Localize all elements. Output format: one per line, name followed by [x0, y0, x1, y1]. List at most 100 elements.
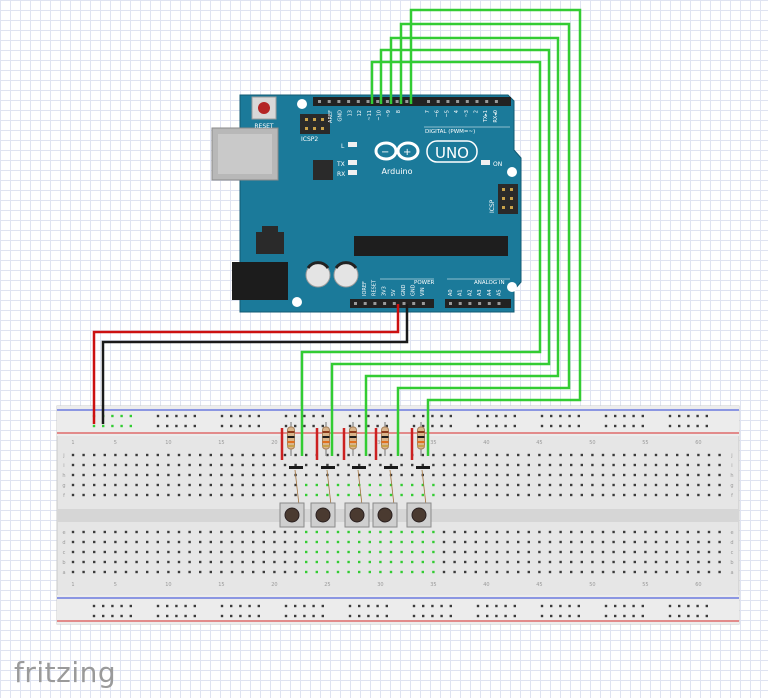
header-pin: [412, 302, 416, 305]
rail-hole: [476, 414, 480, 418]
rail-hole: [321, 604, 324, 608]
push-button[interactable]: [406, 502, 432, 528]
breadboard-hole: [82, 493, 85, 497]
power-pin-label: IOREF: [362, 281, 368, 296]
signal-wires[interactable]: [300, 8, 582, 456]
rail-hole: [486, 414, 489, 418]
resistor-band: [381, 445, 389, 447]
push-button-cap[interactable]: [377, 507, 393, 523]
resistor[interactable]: [315, 422, 330, 460]
breadboard-hole: [220, 530, 223, 534]
row-letter: j: [62, 453, 64, 459]
breadboard-hole: [474, 530, 477, 534]
power-wire[interactable]: [92, 304, 400, 424]
breadboard-hole: [146, 473, 149, 477]
breadboard-hole: [252, 473, 255, 477]
breadboard-hole: [209, 570, 212, 574]
breadboard-hole: [294, 570, 297, 574]
rail-hole: [184, 424, 187, 428]
rail-hole: [92, 424, 96, 428]
ground-jumper[interactable]: [321, 466, 335, 469]
breadboard-hole: [485, 453, 488, 457]
breadboard-hole: [665, 560, 668, 564]
breadboard-hole: [453, 530, 456, 534]
ground-jumper[interactable]: [289, 466, 303, 469]
push-button[interactable]: [372, 502, 398, 528]
breadboard-hole: [71, 570, 75, 574]
rail-hole: [540, 614, 544, 618]
breadboard-hole: [305, 483, 308, 487]
signal-wire[interactable]: [396, 22, 571, 456]
push-button-cap[interactable]: [315, 507, 331, 523]
rail-hole: [412, 614, 416, 618]
rail-hole: [239, 424, 242, 428]
breadboard-hole: [358, 463, 361, 467]
resistor[interactable]: [342, 422, 357, 460]
reset-button-cap[interactable]: [258, 102, 270, 114]
breadboard-hole: [241, 453, 244, 457]
push-button-base[interactable]: [310, 502, 336, 528]
breadboard-hole: [517, 483, 520, 487]
breadboard-hole: [506, 453, 509, 457]
breadboard-hole: [697, 453, 700, 457]
breadboard-hole: [347, 463, 350, 467]
digital-pin-label: 7: [425, 110, 431, 113]
ground-jumper[interactable]: [352, 466, 366, 469]
column-number: 10: [165, 582, 171, 588]
ground-wire[interactable]: [101, 304, 409, 424]
breadboard-hole: [283, 540, 287, 544]
breadboard-hole: [93, 560, 96, 564]
resistor[interactable]: [374, 422, 389, 460]
breadboard-hole: [718, 530, 721, 534]
breadboard-hole: [177, 483, 181, 487]
breadboard-hole: [241, 560, 244, 564]
push-button-cap[interactable]: [284, 507, 300, 523]
resistor[interactable]: [280, 422, 295, 460]
breadboard-hole: [93, 453, 96, 457]
breadboard-hole: [697, 463, 700, 467]
signal-wire[interactable]: [409, 8, 582, 456]
breadboard-hole: [485, 473, 488, 477]
breadboard-hole: [209, 483, 212, 487]
breadboard-hole: [71, 493, 75, 497]
breadboard-hole: [686, 530, 689, 534]
breadboard-hole: [601, 453, 605, 457]
rail-hole: [120, 424, 123, 428]
push-button-base[interactable]: [372, 502, 398, 528]
breadboard-hole: [114, 540, 117, 544]
ground-jumper[interactable]: [384, 466, 398, 469]
breadboard-hole: [262, 463, 265, 467]
push-button-cap[interactable]: [411, 507, 427, 523]
breadboard-hole: [570, 530, 573, 534]
push-button[interactable]: [310, 502, 336, 528]
ground-jumper[interactable]: [416, 466, 430, 469]
header-pin: [318, 100, 321, 103]
breadboard-hole: [188, 530, 191, 534]
breadboard-hole: [612, 463, 615, 467]
push-button-cap[interactable]: [349, 507, 365, 523]
push-button[interactable]: [344, 502, 370, 528]
breadboard-hole: [336, 493, 340, 497]
resistor[interactable]: [410, 422, 425, 460]
mounting-hole-1: [297, 99, 307, 109]
rail-hole: [111, 604, 114, 608]
breadboard-hole: [644, 570, 647, 574]
push-button[interactable]: [279, 502, 305, 528]
header-pin: [449, 302, 452, 305]
rail-hole: [504, 604, 507, 608]
breadboard-hole: [421, 493, 424, 497]
breadboard-hole: [167, 560, 170, 564]
plus-sign: +: [403, 147, 411, 158]
breadboard-hole: [591, 560, 594, 564]
breadboard-hole: [82, 473, 85, 477]
usb-chip: [313, 160, 333, 180]
signal-wire[interactable]: [364, 36, 560, 456]
breadboard-hole: [686, 483, 689, 487]
signal-wire[interactable]: [300, 60, 542, 456]
breadboard-hole: [400, 453, 403, 457]
analog-pin-label: A2: [467, 289, 473, 296]
breadboard-hole: [167, 463, 170, 467]
breadboard-hole: [697, 493, 700, 497]
signal-wire[interactable]: [330, 48, 551, 456]
rail-hole: [632, 424, 635, 428]
